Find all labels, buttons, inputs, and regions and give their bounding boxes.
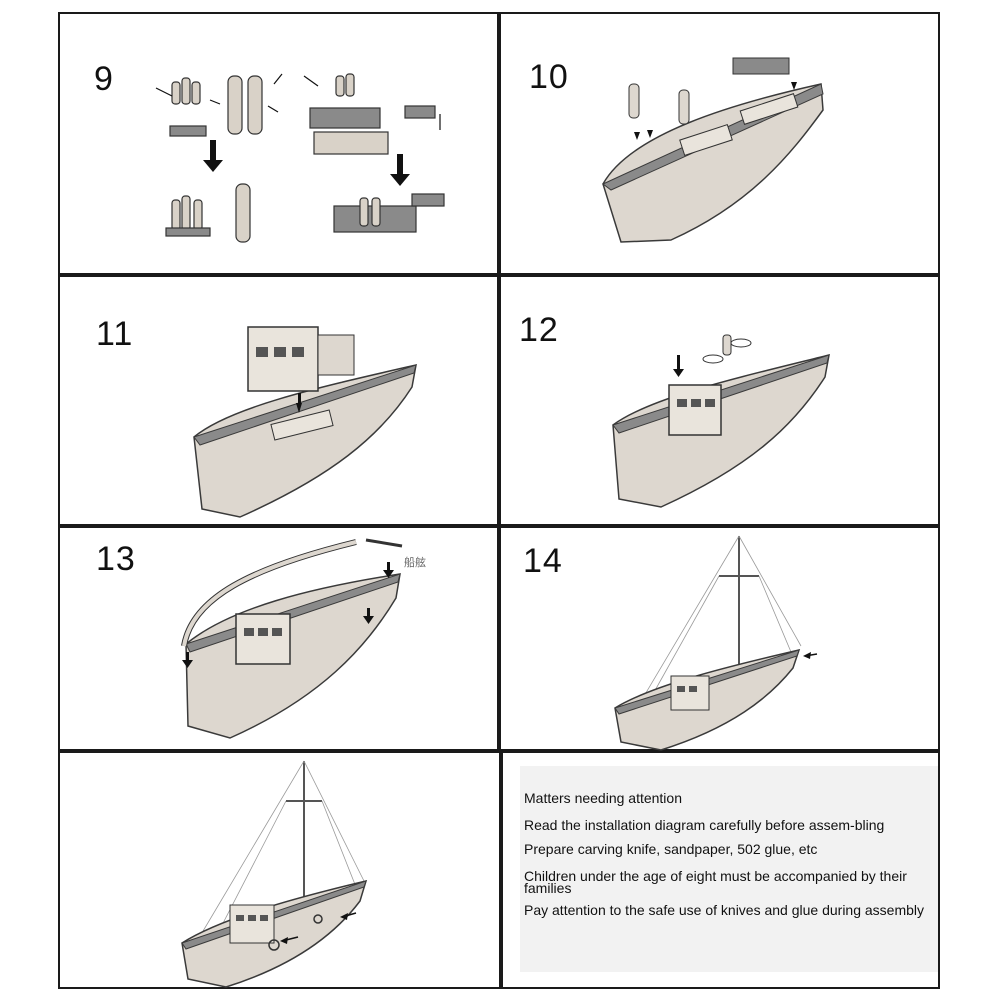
note-item: Prepare carving knife, sandpaper, 502 gl…	[524, 841, 944, 859]
step-12-illustration	[501, 277, 942, 528]
final-model-illustration	[60, 753, 503, 991]
note-item: Pay attention to the safe use of knives …	[524, 905, 944, 917]
step-9-illustration	[60, 14, 501, 277]
note-item: Children under the age of eight must be …	[524, 871, 944, 895]
step-11-illustration	[60, 277, 501, 528]
step-10-illustration	[501, 14, 942, 277]
step-13-panel: 13 船舷	[58, 526, 499, 751]
note-item: Read the installation diagram carefully …	[524, 820, 944, 832]
step-14-illustration	[501, 528, 942, 753]
attention-notes: Matters needing attention Read the insta…	[524, 790, 944, 927]
notes-heading: Matters needing attention	[524, 790, 944, 808]
step-11-panel: 11	[58, 275, 499, 526]
final-model-panel	[58, 751, 501, 989]
step-13-illustration	[60, 528, 501, 753]
step-10-panel: 10	[499, 12, 940, 275]
step-12-panel: 12	[499, 275, 940, 526]
step-9-panel: 9	[58, 12, 499, 275]
step-14-panel: 14	[499, 526, 940, 751]
